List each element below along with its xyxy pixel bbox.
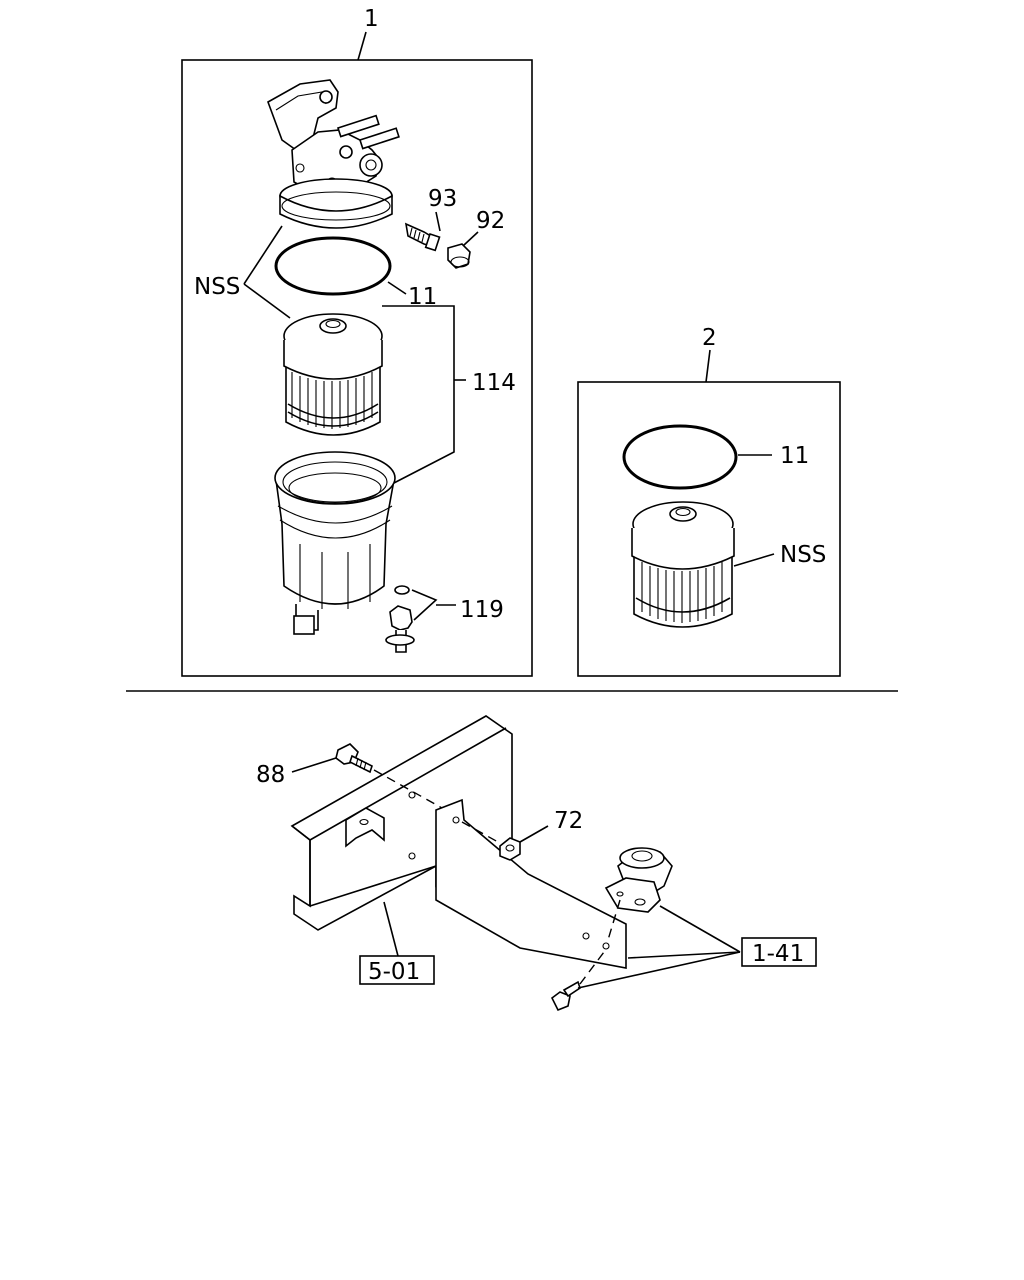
label-88[interactable]: 88 xyxy=(256,762,285,788)
cap-92 xyxy=(447,243,471,269)
nut-72 xyxy=(499,837,521,861)
label-119[interactable]: 119 xyxy=(460,597,504,623)
filter-head xyxy=(267,79,400,229)
label-assembly-2[interactable]: 2 xyxy=(702,325,717,351)
assembly-2-frame xyxy=(577,381,841,677)
label-ref-141[interactable]: 1-41 xyxy=(752,941,804,967)
bolt-88 xyxy=(335,743,373,774)
ref-box-501 xyxy=(359,955,435,985)
drain-plug-119 xyxy=(385,585,415,653)
filter-bowl xyxy=(274,451,396,635)
ref-box-141 xyxy=(741,937,817,967)
o-ring-11-b xyxy=(622,424,738,490)
label-ref-501[interactable]: 5-01 xyxy=(368,959,420,985)
label-nss-2[interactable]: NSS xyxy=(780,542,826,568)
label-93[interactable]: 93 xyxy=(428,186,457,212)
label-nss-1[interactable]: NSS xyxy=(194,274,240,300)
filter-element xyxy=(283,313,383,436)
mounting-bracket xyxy=(435,798,627,969)
assembly-1-frame xyxy=(181,59,533,677)
priming-pump xyxy=(604,847,673,913)
filter-element-2 xyxy=(631,501,735,628)
bolt-lower xyxy=(550,980,581,1012)
label-114[interactable]: 114 xyxy=(472,370,516,396)
label-assembly-1[interactable]: 1 xyxy=(364,6,379,32)
bleed-screw-93 xyxy=(404,222,441,252)
label-72[interactable]: 72 xyxy=(554,808,583,834)
label-11-b[interactable]: 11 xyxy=(780,443,809,469)
label-92[interactable]: 92 xyxy=(476,208,505,234)
o-ring-11 xyxy=(274,236,392,296)
frame-rail xyxy=(290,715,513,931)
